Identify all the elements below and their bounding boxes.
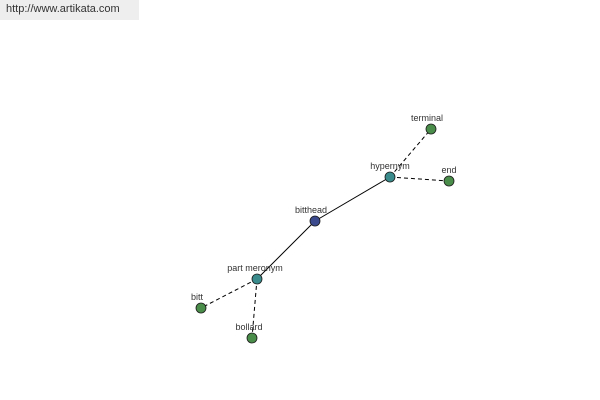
node-circle-bitt[interactable] bbox=[195, 302, 207, 314]
node-bitthead[interactable]: bitthead bbox=[295, 205, 327, 227]
node-end[interactable]: end bbox=[441, 165, 457, 187]
nodes-layer: bitthead hypernym part meronym terminal end b… bbox=[191, 113, 457, 344]
node-circle-bitthead[interactable] bbox=[309, 215, 321, 227]
node-label-end: end bbox=[441, 165, 456, 175]
edge-bitthead-hypernym bbox=[314, 176, 391, 222]
edge-part_meronym-bollard bbox=[251, 278, 258, 339]
edge-hypernym-end bbox=[389, 176, 450, 182]
node-circle-part_meronym[interactable] bbox=[251, 273, 263, 285]
edge-bitthead-part_meronym bbox=[256, 220, 316, 280]
node-label-bitt: bitt bbox=[191, 292, 204, 302]
node-hypernym[interactable]: hypernym bbox=[370, 161, 410, 183]
watermark-url[interactable]: http://www.artikata.com bbox=[6, 3, 120, 15]
watermark-bar: http://www.artikata.com bbox=[0, 0, 139, 20]
node-label-hypernym: hypernym bbox=[370, 161, 410, 171]
node-label-bollard: bollard bbox=[235, 322, 262, 332]
node-circle-end[interactable] bbox=[443, 175, 455, 187]
node-circle-bollard[interactable] bbox=[246, 332, 258, 344]
node-bollard[interactable]: bollard bbox=[235, 322, 263, 344]
node-label-terminal: terminal bbox=[411, 113, 443, 123]
node-circle-terminal[interactable] bbox=[425, 123, 437, 135]
node-terminal[interactable]: terminal bbox=[411, 113, 443, 135]
edge-hypernym-terminal bbox=[389, 128, 432, 178]
node-label-bitthead: bitthead bbox=[295, 205, 327, 215]
node-label-part_meronym: part meronym bbox=[227, 263, 283, 273]
node-bitt[interactable]: bitt bbox=[191, 292, 207, 314]
edge-part_meronym-bitt bbox=[200, 278, 258, 309]
edges-layer bbox=[200, 128, 450, 339]
node-circle-hypernym[interactable] bbox=[384, 171, 396, 183]
node-part_meronym[interactable]: part meronym bbox=[227, 263, 283, 285]
